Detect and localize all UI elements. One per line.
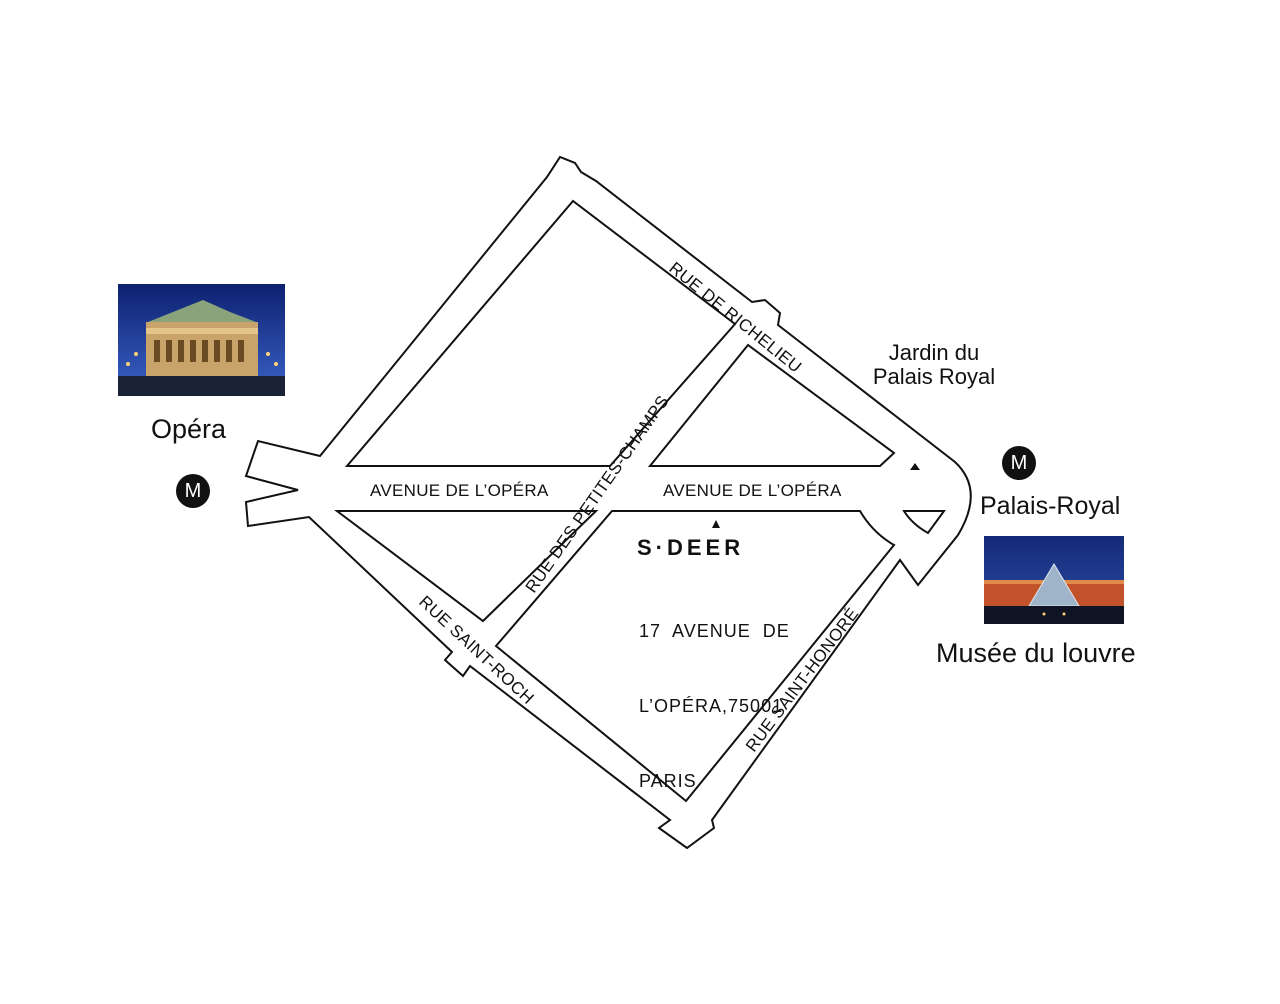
store-address: 17 AVENUE DE L’OPÉRA,75001 PARIS <box>639 621 790 791</box>
louvre-photo <box>984 536 1124 624</box>
landmark-label-opera: Opéra <box>151 414 227 444</box>
map-outline <box>244 155 972 850</box>
block-south <box>494 510 896 803</box>
landmark-label-louvre: Musée du louvre <box>936 638 1136 668</box>
block-roundabout <box>902 510 946 535</box>
street-label-avenue-opera-west: AVENUE DE L’OPÉRA <box>370 481 549 500</box>
street-label-avenue-opera-east: AVENUE DE L’OPÉRA <box>663 481 842 500</box>
store-brand-logo: S·DEER <box>637 535 745 560</box>
triangle-marker-icon <box>910 463 920 470</box>
metro-palais-royal-icon: M <box>1002 446 1036 480</box>
landmark-label-palais-royal: Palais-Royal <box>980 492 1121 520</box>
metro-opera-icon: M <box>176 474 210 508</box>
block-southwest <box>334 510 599 623</box>
landmark-label-jardin: Jardin du Palais Royal <box>872 340 996 389</box>
block-east <box>647 343 896 467</box>
block-north <box>344 199 737 467</box>
triangle-marker-icon <box>712 520 720 528</box>
street-label-richelieu: RUE DE RICHELIEU <box>665 258 805 376</box>
street-label-saint-roch: RUE SAINT-ROCH <box>415 592 537 708</box>
opera-photo <box>118 284 285 396</box>
